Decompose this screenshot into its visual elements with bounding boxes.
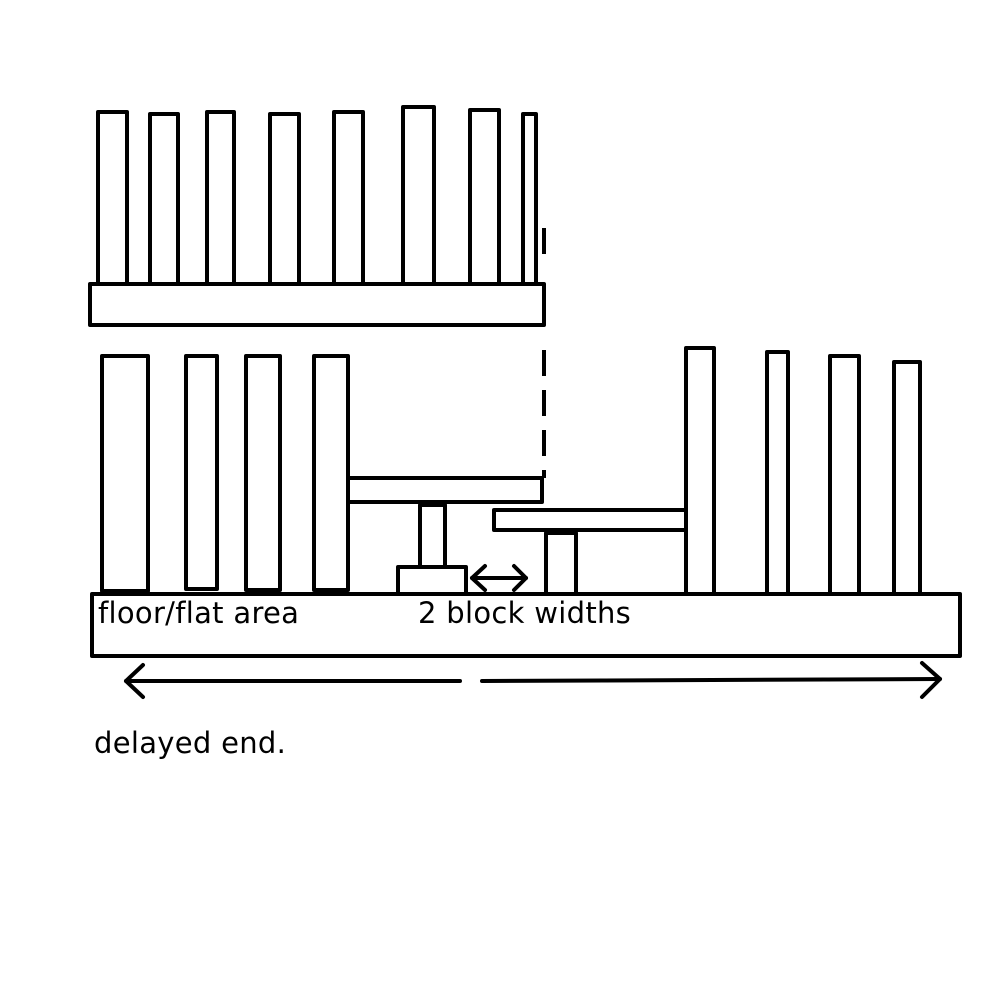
top-pillars: [96, 105, 538, 286]
bottom-caption: delayed end.: [94, 726, 286, 760]
top-shelf: [88, 282, 546, 327]
top-pillar: [332, 110, 365, 286]
left-pillar: [100, 354, 150, 593]
right-pillar: [828, 354, 861, 596]
left-pillar: [184, 354, 219, 591]
top-pillar: [148, 112, 180, 286]
gap-arrow: [470, 564, 528, 592]
top-pillar: [268, 112, 301, 286]
top-pillar: [468, 108, 501, 286]
upper-platform: [346, 476, 544, 504]
left-pillar: [312, 354, 350, 592]
top-pillar: [521, 112, 538, 286]
gap-label: 2 block widths: [418, 596, 631, 630]
upper-platform-post: [418, 503, 447, 569]
top-pillar: [401, 105, 436, 286]
span-arrow: [124, 661, 942, 699]
small-block: [396, 565, 468, 596]
left-pillar: [244, 354, 282, 592]
lower-platform-post: [544, 531, 578, 596]
floor-label: floor/flat area: [98, 596, 299, 630]
left-pillars: [100, 354, 350, 593]
top-pillar: [205, 110, 236, 286]
right-pillar: [892, 360, 922, 596]
right-pillar: [684, 346, 716, 596]
right-pillars: [684, 346, 922, 596]
floor: [90, 592, 962, 658]
right-pillar: [765, 350, 790, 596]
top-pillar: [96, 110, 129, 286]
lower-platform: [492, 508, 688, 532]
